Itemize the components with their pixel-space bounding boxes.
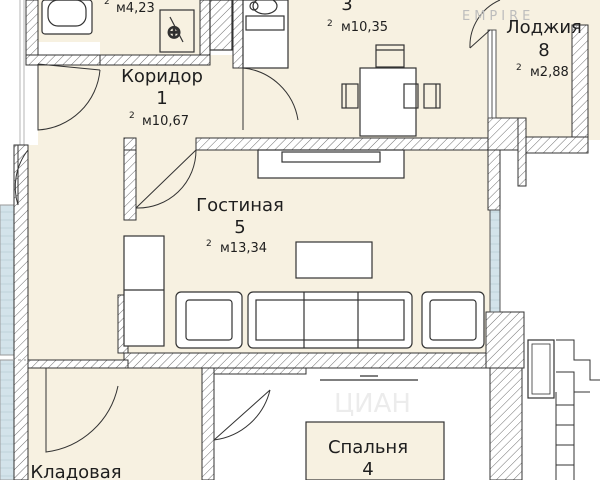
door-kitchen [242, 67, 299, 121]
chair-right [423, 83, 441, 109]
window-living-right [489, 209, 501, 313]
wall-right-mid [487, 149, 501, 211]
chair-top [375, 44, 405, 68]
wc-floor [100, 0, 200, 55]
tv [281, 151, 381, 163]
bed [305, 421, 445, 480]
shower-unit [159, 9, 195, 53]
loggia-name: Лоджия [506, 17, 582, 38]
door-corridor-left [37, 64, 101, 131]
shower-glyph: ⊕ [166, 22, 181, 43]
floor-areas [28, 0, 600, 480]
kitchen-area: м10,35 [341, 20, 388, 35]
room-labels: 2 м4,23 3 2 м10,35 Лоджия 8 2 м2,88 Кори… [30, 0, 582, 480]
storage-name: Кладовая [30, 462, 121, 480]
bath-area-superscript: 2 [104, 0, 110, 7]
wall-storage-top [27, 359, 129, 369]
coffee-table [295, 241, 373, 279]
armchair-left [175, 291, 243, 349]
corridor-name: Коридор [121, 66, 203, 87]
stairs [555, 339, 600, 480]
walls [13, 0, 589, 480]
wall-right-lower [489, 367, 523, 480]
armchair-right [421, 291, 485, 349]
bookshelf [123, 235, 165, 347]
wall-living-top [195, 137, 489, 151]
wall-loggia-left [517, 117, 527, 187]
wall-wc-bottom [99, 54, 211, 66]
wall-left-exterior [13, 144, 29, 480]
door-loggia [469, 0, 501, 49]
door-bedroom [213, 374, 271, 441]
loggia-area: м2,88 [530, 65, 569, 80]
bedroom-floor [306, 422, 444, 480]
dining-table [359, 67, 417, 137]
corridor-area-superscript: 2 [129, 111, 135, 121]
door-wardrobe [14, 145, 29, 206]
window-left-lower [0, 359, 15, 480]
bedroom-name: Спальня [328, 437, 408, 458]
living-area-superscript: 2 [206, 239, 212, 249]
corridor-floor [38, 55, 243, 145]
door-living [135, 149, 197, 209]
window-left-upper [0, 204, 15, 356]
sink-unit [242, 0, 289, 69]
wc-cabinet [209, 0, 233, 51]
door-storage [45, 368, 119, 453]
living-area: м13,34 [220, 241, 267, 256]
wall-right-upper [487, 117, 519, 151]
right-windows [487, 29, 555, 399]
wall-right-column [485, 311, 525, 369]
living-furniture [123, 149, 485, 349]
corridor-area: м10,67 [142, 114, 189, 129]
bath-fixtures: ⊕ [41, 0, 289, 69]
kitchen-number: 3 [341, 0, 352, 15]
wall-kitchen-left [232, 0, 244, 69]
loggia-area-superscript: 2 [516, 63, 522, 73]
chair-right-inner [403, 83, 419, 109]
bedroom-tv [305, 375, 445, 480]
watermark-top: EMPIRE [462, 9, 534, 24]
corridor-number: 1 [156, 88, 167, 109]
wall-bath-bottom [25, 54, 101, 66]
watermark-bottom: ЦИАН [334, 389, 411, 419]
wall-bath-left [25, 0, 39, 61]
dining-set [341, 44, 441, 137]
living-name: Гостиная [196, 195, 284, 216]
wall-bedroom-top [213, 367, 307, 375]
living-number: 5 [234, 217, 245, 238]
loggia-number: 8 [538, 40, 549, 61]
doors [14, 0, 501, 453]
wall-living-top-left [123, 137, 137, 151]
wall-wc-right [199, 0, 211, 56]
wall-loggia-bottom [525, 136, 589, 154]
corridor-lower-floor [28, 145, 124, 360]
kitchen-area-superscript: 2 [327, 19, 333, 29]
wall-loggia-right [571, 24, 589, 138]
storage-floor [28, 368, 210, 480]
wall-living-bottom [123, 352, 491, 369]
sofa [247, 291, 413, 349]
bath-area: м4,23 [116, 1, 155, 16]
bedroom-number: 4 [362, 459, 373, 480]
wall-storage-right [201, 367, 215, 480]
wall-living-left [123, 149, 137, 221]
chair-left [341, 83, 359, 109]
